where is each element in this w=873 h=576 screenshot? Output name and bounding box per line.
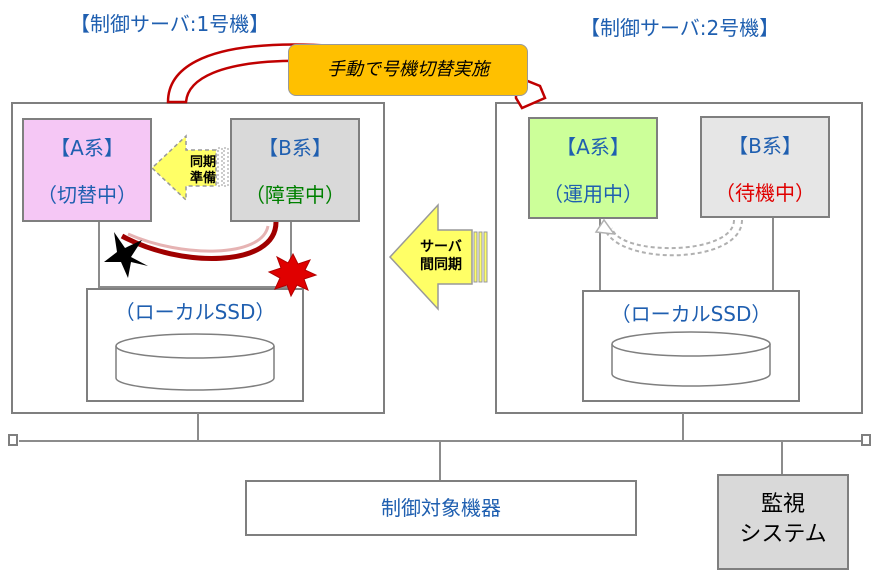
network-bus-left-terminator xyxy=(8,434,18,446)
monitoring-system-box: 監視 システム xyxy=(717,474,849,570)
server1-ssd-label: （ローカルSSD） xyxy=(114,300,276,324)
server2-node-b-state: （待機中） xyxy=(715,181,815,205)
server1-failure-arc-shadow xyxy=(127,225,270,253)
server-sync-line1: サーバ xyxy=(420,239,462,255)
controlled-device-box: 制御対象機器 xyxy=(245,480,637,536)
server1-node-b-state: （障害中） xyxy=(245,183,345,207)
server2-ssd-cylinder-icon xyxy=(611,331,771,387)
server1-node-b: 【B系】 （障害中） xyxy=(230,118,360,222)
manual-switchover-callout: 手動で号機切替実施 xyxy=(288,44,528,96)
manual-switchover-label: 手動で号機切替実施 xyxy=(327,59,489,80)
server2-node-a-state: （運用中） xyxy=(543,182,643,206)
server2-connector-right xyxy=(772,218,774,290)
server2-network-drop xyxy=(682,413,684,441)
controlled-device-label: 制御対象機器 xyxy=(381,496,501,520)
network-bus-right-terminator xyxy=(861,434,871,446)
server1-ssd-cylinder-icon xyxy=(115,333,275,391)
server1-node-b-name: 【B系】 xyxy=(258,136,332,160)
server1-connector-right xyxy=(290,220,292,288)
server-sync-arrow xyxy=(388,203,488,311)
server2-ssd-label: （ローカルSSD） xyxy=(610,302,772,326)
server1-node-a-name: 【A系】 xyxy=(50,136,124,160)
server1-node-a-state: （切替中） xyxy=(37,183,137,207)
server1-connector-bottom xyxy=(98,286,292,288)
server2-node-b: 【B系】 （待機中） xyxy=(700,116,830,218)
server1-node-a: 【A系】 （切替中） xyxy=(22,118,152,222)
server2-standby-arc-inner xyxy=(611,219,735,249)
sync-prep-label: 同期 準備 xyxy=(190,155,216,187)
switchover-arrow xyxy=(166,43,547,110)
server1-title: 【制御サーバ:1号機】 xyxy=(70,12,270,36)
server-sync-label: サーバ 間同期 xyxy=(420,238,462,274)
server1-failure-arc xyxy=(120,221,279,261)
server2-standby-arc xyxy=(603,219,743,257)
red-starburst-icon xyxy=(267,252,318,298)
server2-arc-arrowhead xyxy=(594,218,616,235)
server2-node-a-name: 【A系】 xyxy=(556,135,630,159)
monitoring-line2: システム xyxy=(739,522,827,547)
server2-title: 【制御サーバ:2号機】 xyxy=(580,16,780,40)
server1-network-drop xyxy=(197,413,199,441)
monitor-network-drop xyxy=(781,441,783,475)
server-sync-line2: 間同期 xyxy=(420,257,462,273)
black-star-icon xyxy=(104,232,148,278)
server2-node-b-name: 【B系】 xyxy=(728,134,802,158)
device-network-drop xyxy=(439,441,441,481)
server2-connector-left xyxy=(599,218,601,290)
server2-node-a: 【A系】 （運用中） xyxy=(528,117,658,219)
sync-prep-line2: 準備 xyxy=(190,171,217,186)
sync-prep-arrow xyxy=(150,134,229,202)
server1-connector-left xyxy=(98,220,100,288)
sync-prep-line1: 同期 xyxy=(190,155,217,170)
monitoring-line1: 監視 xyxy=(760,492,805,517)
